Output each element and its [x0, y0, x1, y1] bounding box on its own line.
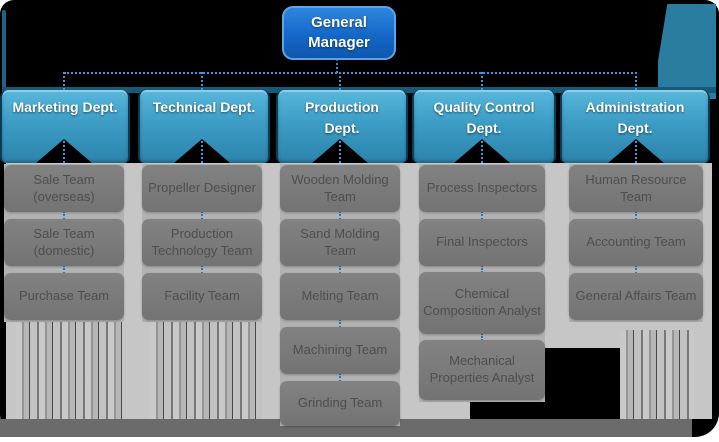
connector-drop-technical: [201, 72, 203, 90]
dept-box-administration: Administration Dept.: [560, 90, 710, 163]
dept-label: Technical Dept.: [152, 99, 256, 115]
connector-horizontal-rail: [64, 72, 637, 74]
connector-drop-marketing: [63, 72, 65, 90]
connector-team: [339, 211, 341, 220]
team-box-facility-team: Facility Team: [142, 273, 262, 320]
dept-label: Quality Control Dept.: [433, 99, 535, 136]
connector-team: [63, 265, 65, 274]
artifact-stripes: [620, 330, 694, 419]
team-label: Chemical Composition Analyst: [423, 286, 541, 318]
team-label: Accounting Team: [586, 234, 686, 250]
connector-root-stem: [336, 54, 338, 73]
connector-team: [63, 211, 65, 220]
connector-team: [201, 265, 203, 274]
connector-arrow-stem: [635, 137, 637, 167]
team-box-sand-molding-team: Sand Molding Team: [280, 219, 400, 266]
connector-team: [201, 211, 203, 220]
dept-label: Production Dept.: [305, 99, 379, 136]
team-box-final-inspectors: Final Inspectors: [419, 219, 545, 266]
connector-team: [339, 373, 341, 382]
connector-arrow-stem: [481, 137, 483, 167]
connector-team: [635, 211, 637, 220]
connector-team: [481, 211, 483, 220]
connector-team: [339, 319, 341, 328]
team-box-mechanical-properties-analyst: Mechanical Properties Analyst: [419, 340, 545, 400]
team-box-accounting-team: Accounting Team: [569, 219, 703, 266]
connector-drop-quality-control: [481, 72, 483, 90]
team-box-sale-team-domestic: Sale Team (domestic): [4, 219, 124, 266]
team-label: Facility Team: [164, 288, 240, 304]
connector-arrow-stem: [201, 137, 203, 167]
team-label: Process Inspectors: [426, 180, 538, 196]
connector-arrow-stem: [63, 137, 65, 167]
team-label: Mechanical Properties Analyst: [429, 353, 535, 385]
team-label: General Affairs Team: [575, 288, 697, 304]
team-box-production-technology-team: Production Technology Team: [142, 219, 262, 266]
connector-team: [481, 265, 483, 273]
dept-label: Marketing Dept.: [12, 99, 118, 115]
connector-team: [481, 333, 483, 341]
general-manager-label: General Manager: [308, 13, 370, 51]
connector-arrow-stem: [339, 137, 341, 167]
team-label: Sand Molding Team: [300, 225, 380, 258]
team-label: Propeller Designer: [148, 180, 256, 196]
team-box-general-affairs-team: General Affairs Team: [569, 273, 703, 320]
team-box-melting-team: Melting Team: [280, 273, 400, 320]
connector-team: [339, 265, 341, 274]
team-label: Production Technology Team: [151, 225, 253, 258]
team-box-sale-team-overseas: Sale Team (overseas): [4, 165, 124, 212]
team-box-machining-team: Machining Team: [280, 327, 400, 374]
team-label: Human Resource Team: [585, 171, 687, 204]
dept-label: Administration Dept.: [585, 99, 685, 136]
team-label: Melting Team: [301, 288, 379, 304]
team-label: Machining Team: [292, 342, 388, 358]
team-label: Wooden Molding Team: [291, 171, 389, 204]
connector-drop-production: [339, 72, 341, 90]
team-label: Final Inspectors: [436, 234, 528, 250]
team-box-chemical-composition-analyst: Chemical Composition Analyst: [419, 272, 545, 334]
frame-right-band: [658, 4, 716, 99]
team-box-wooden-molding-team: Wooden Molding Team: [280, 165, 400, 212]
team-label: Sale Team (domestic): [33, 225, 95, 258]
connector-drop-administration: [635, 72, 637, 90]
artifact-stripes: [16, 322, 122, 419]
connector-team: [635, 265, 637, 274]
team-label: Grinding Team: [297, 395, 383, 411]
frame-left-edge: [2, 10, 6, 90]
team-box-human-resource-team: Human Resource Team: [569, 165, 703, 212]
bottom-gray-bar: [0, 419, 692, 437]
team-label: Purchase Team: [18, 288, 110, 304]
artifact-stripes: [150, 322, 262, 419]
team-box-purchase-team: Purchase Team: [4, 273, 124, 320]
team-label: Sale Team (overseas): [33, 171, 95, 204]
org-node-general-manager: General Manager: [282, 6, 396, 60]
team-box-grinding-team: Grinding Team: [280, 381, 400, 426]
team-box-propeller-designer: Propeller Designer: [142, 165, 262, 212]
team-box-process-inspectors: Process Inspectors: [419, 165, 545, 212]
